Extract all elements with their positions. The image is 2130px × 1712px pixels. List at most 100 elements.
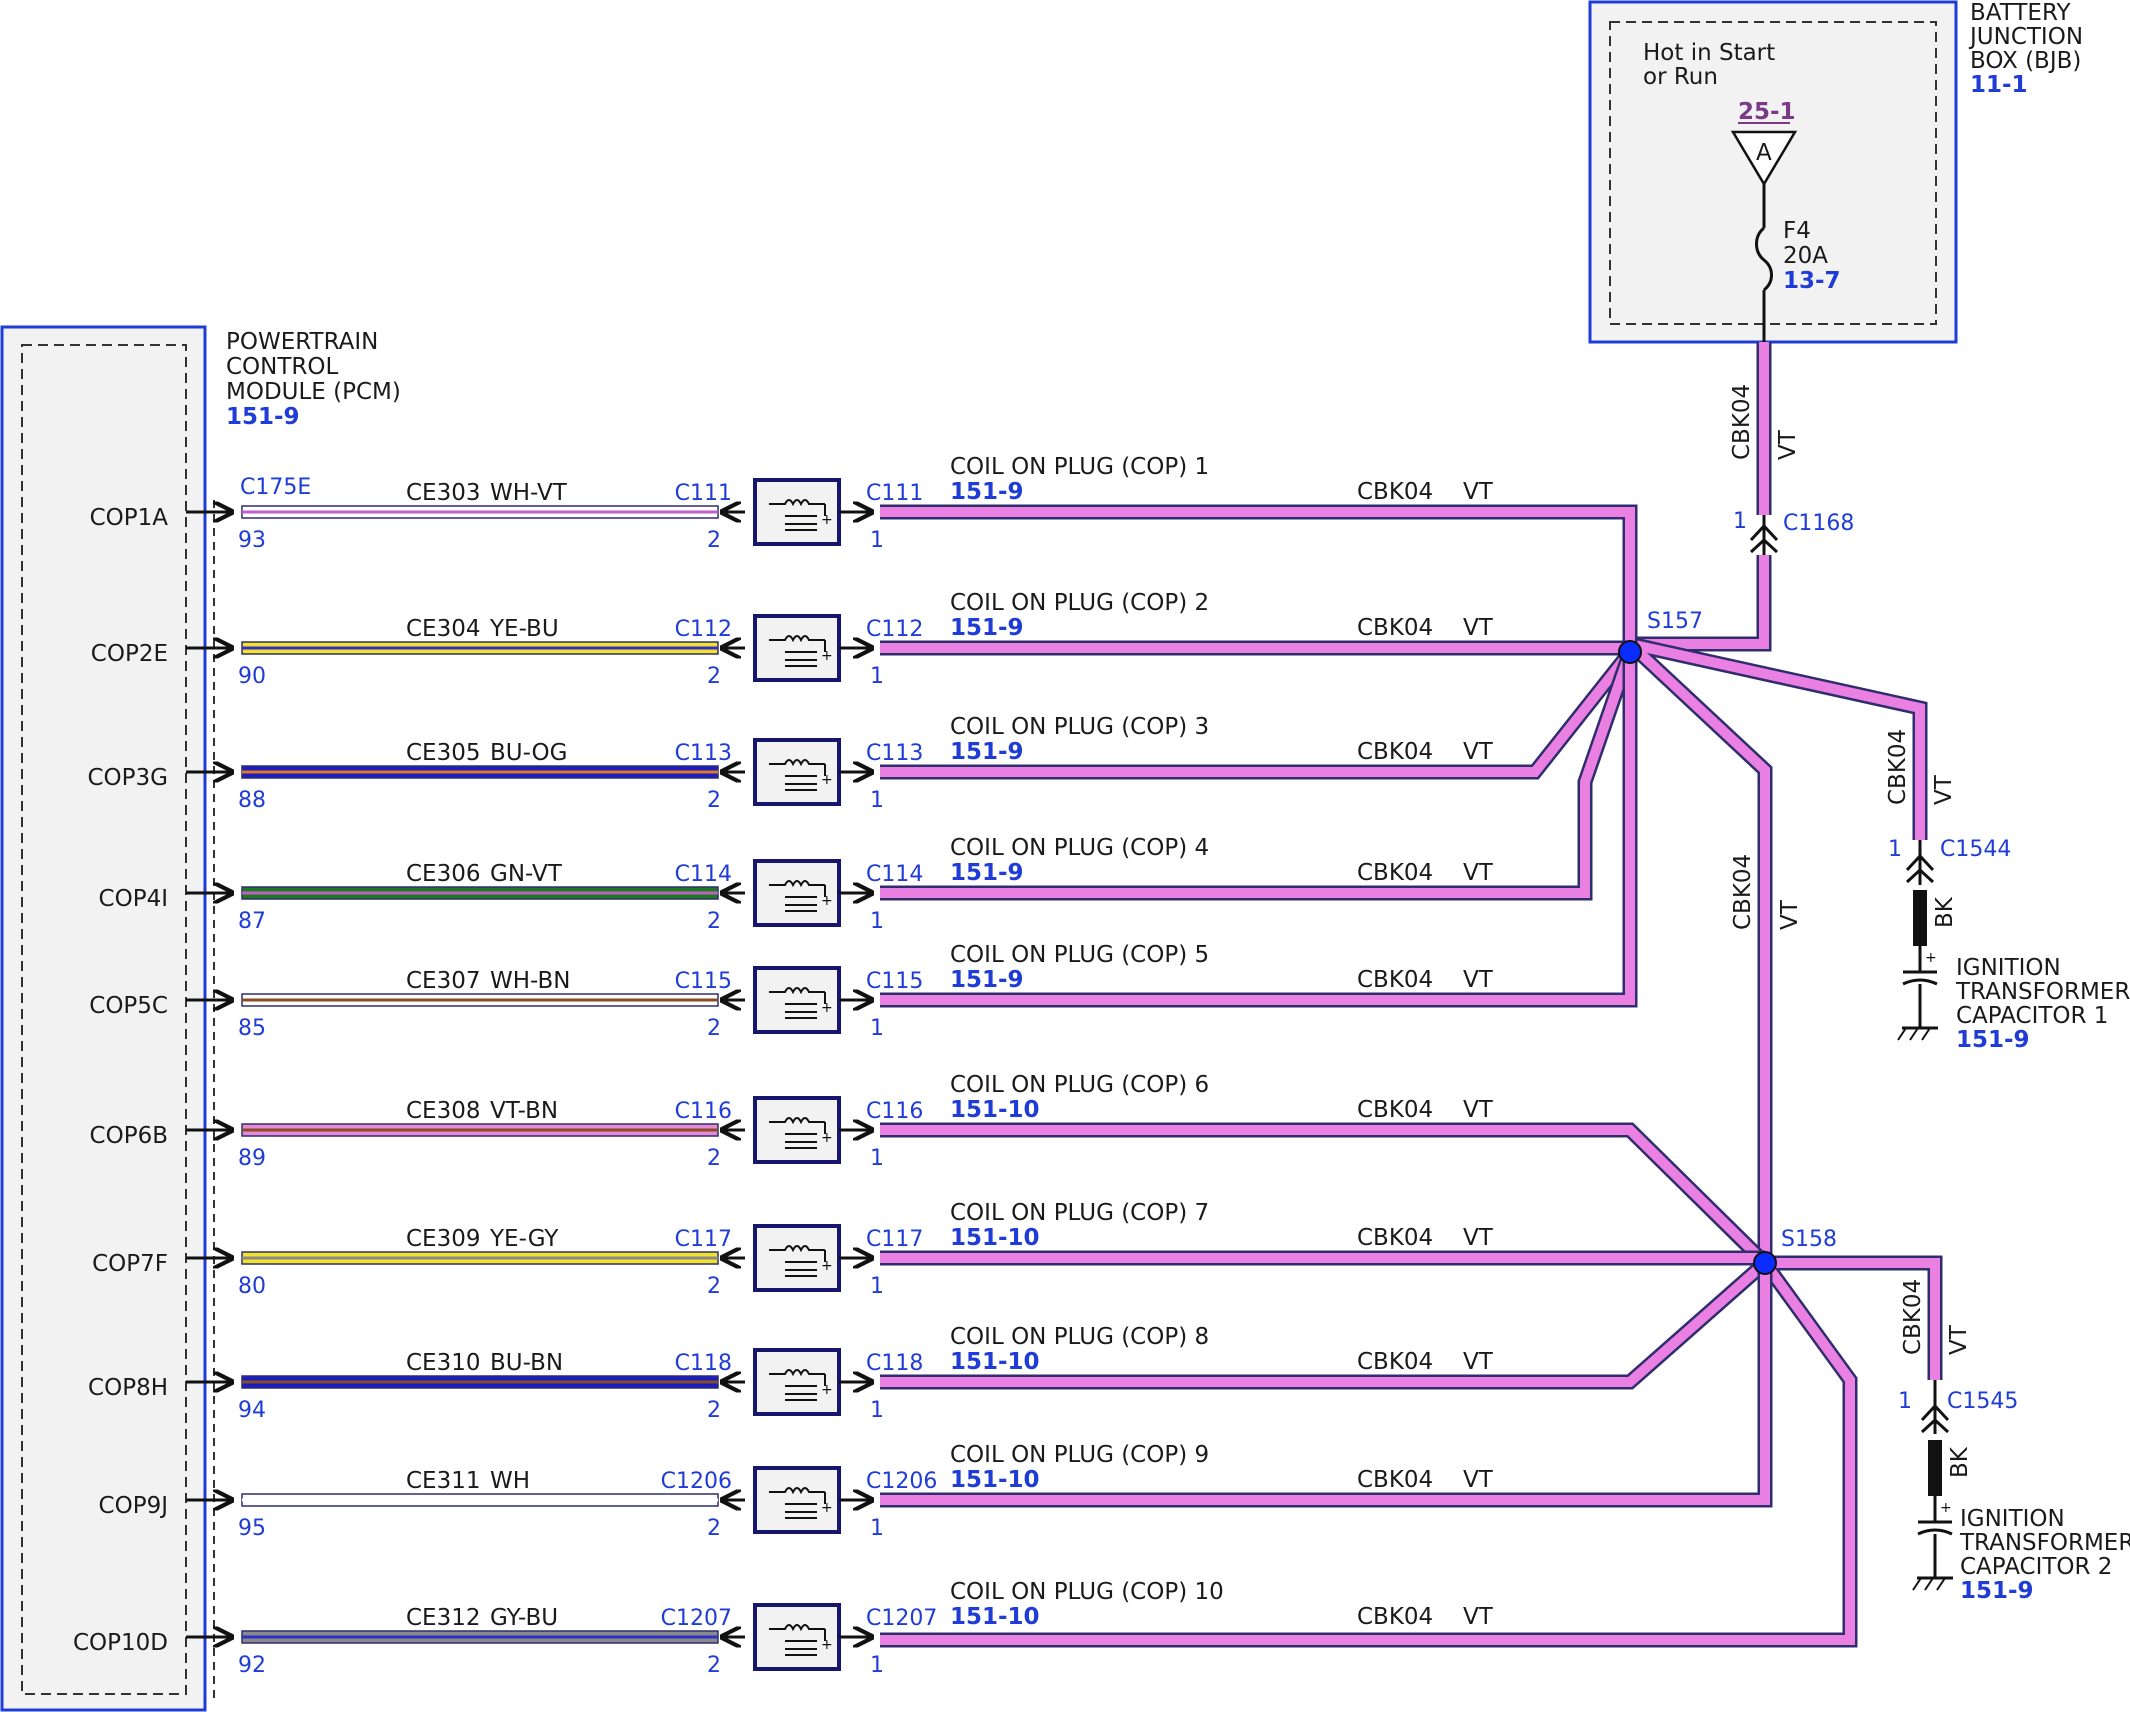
violet-wire-circuit: CBK04 [1357,1097,1433,1123]
coil-connector-out: C113 [866,741,923,766]
ground-icon-1 [1897,1026,1938,1041]
cap1-ref: 151-9 [1956,1027,2030,1053]
svg-text:+: + [821,1637,833,1653]
violet-wire [880,652,1635,1005]
bjb-inner-dashed [1609,21,1937,325]
violet-wire-color: VT [1463,615,1494,641]
circuit-color: VT-BN [490,1098,558,1124]
pcm-pin-name: COP9J [99,1493,168,1519]
pcm-title-line-3: MODULE (PCM) [226,379,401,405]
violet-wire-color: VT [1463,860,1494,886]
coil-connector-out: C1206 [866,1469,937,1494]
pcm-pin-name: COP5C [89,993,168,1019]
pcm-title-line-2: CONTROL [226,354,339,380]
circuit-color: YE-GY [489,1226,559,1252]
coil-connector-out: C112 [866,617,923,642]
pcm-pin-number: 94 [238,1398,266,1423]
coil-ref: 151-10 [950,1467,1040,1493]
violet-wire-color: VT [1463,1097,1494,1123]
pcm-module-box [0,325,207,1712]
coil-connector-in: C1207 [661,1606,732,1631]
signal-wire-stripe [242,1498,718,1502]
coil-ref: 151-9 [950,860,1024,886]
fuse-ref: 13-7 [1783,268,1841,294]
coil-pin-out: 1 [870,788,884,813]
violet-wire-color: VT [1463,739,1494,765]
circuit-id: CE305 [406,740,481,766]
violet-wire-color: VT [1463,1225,1494,1251]
violet-wire-circuit: CBK04 [1357,479,1433,505]
svg-text:+: + [821,772,833,788]
splice-s157-label: S157 [1647,609,1703,634]
coil-connector-in: C114 [675,862,732,887]
bjb-note-line-1: Hot in Start [1643,40,1775,66]
bjb-out-color-label: VT [1775,429,1801,460]
splice-trunks [880,639,1940,1645]
cap2-title-line-3: CAPACITOR 2 [1960,1554,2112,1580]
circuit-color: WH-VT [490,480,568,506]
coil-connector-out: C115 [866,969,923,994]
violet-wire [880,650,1635,898]
circuit-color: BU-BN [490,1350,563,1376]
violet-wire-color: VT [1463,1604,1494,1630]
circuit-color: WH [490,1468,530,1494]
cap1-title-line-2: TRANSFORMER [1955,979,2130,1005]
splice-s157-dot [1618,640,1642,664]
violet-wire-color: VT [1463,1349,1494,1375]
bjb-note-line-2: or Run [1643,64,1718,90]
coil-connector-in: C111 [675,481,732,506]
pcm-pin-number: 92 [238,1653,266,1678]
coil-label: COIL ON PLUG (COP) 9 [950,1442,1209,1468]
circuit-id: CE309 [406,1226,481,1252]
pcm-pin-number: 88 [238,788,266,813]
splice-s158-label: S158 [1781,1227,1837,1252]
violet-wire-color: VT [1463,479,1494,505]
c1545-connector-icon [1920,1403,1950,1434]
pcm-pin-name: COP3G [88,765,169,791]
svg-text:+: + [821,1000,833,1016]
violet-wire-circuit: CBK04 [1357,1604,1433,1630]
coil-label: COIL ON PLUG (COP) 5 [950,942,1209,968]
coil-connector-in: C113 [675,741,732,766]
violet-wire-color: VT [1463,967,1494,993]
cap1-ground-color: BK [1932,896,1958,928]
violet-wire-color: VT [1463,1467,1494,1493]
violet-wire-circuit: CBK04 [1357,967,1433,993]
circuit-color: WH-BN [490,968,571,994]
fuse-rating: 20A [1783,243,1828,269]
coil-connector-out: C114 [866,862,923,887]
trunk-wire-label: CBK04 [1730,854,1756,930]
cap2-title-line-1: IGNITION [1960,1506,2065,1532]
coil-pin-out: 1 [870,909,884,934]
svg-text:+: + [1925,950,1937,966]
coil-ref: 151-9 [950,479,1024,505]
coil-label: COIL ON PLUG (COP) 8 [950,1324,1209,1350]
coil-label: COIL ON PLUG (COP) 7 [950,1200,1209,1226]
circuit-id: CE308 [406,1098,481,1124]
coil-pin-out: 1 [870,1146,884,1171]
violet-wire [880,1125,1769,1267]
coil-connector-out: C111 [866,481,923,506]
coil-connector-in: C112 [675,617,732,642]
coil-label: COIL ON PLUG (COP) 1 [950,454,1209,480]
coil-pin-in: 2 [707,1516,721,1541]
coil-pin-in: 2 [707,664,721,689]
violet-wire [880,648,1634,777]
bjb-box [1588,0,1958,344]
signal-wire-stripe [242,1635,718,1639]
pcm-pin-name: COP2E [91,641,168,667]
cap1-color-label: VT [1931,774,1957,805]
signal-wire-stripe [242,998,718,1002]
cap2-title-line-2: TRANSFORMER [1959,1530,2130,1556]
signal-wire-stripe [242,891,718,895]
pcm-pin-number: 87 [238,909,266,934]
signal-wire-stripe [242,510,718,514]
coil-label: COIL ON PLUG (COP) 6 [950,1072,1209,1098]
coil-connector-out: C118 [866,1351,923,1376]
circuit-color: YE-BU [489,616,559,642]
capacitor-1-icon: + [1902,950,1938,1028]
splice-s158-dot [1753,1251,1777,1275]
